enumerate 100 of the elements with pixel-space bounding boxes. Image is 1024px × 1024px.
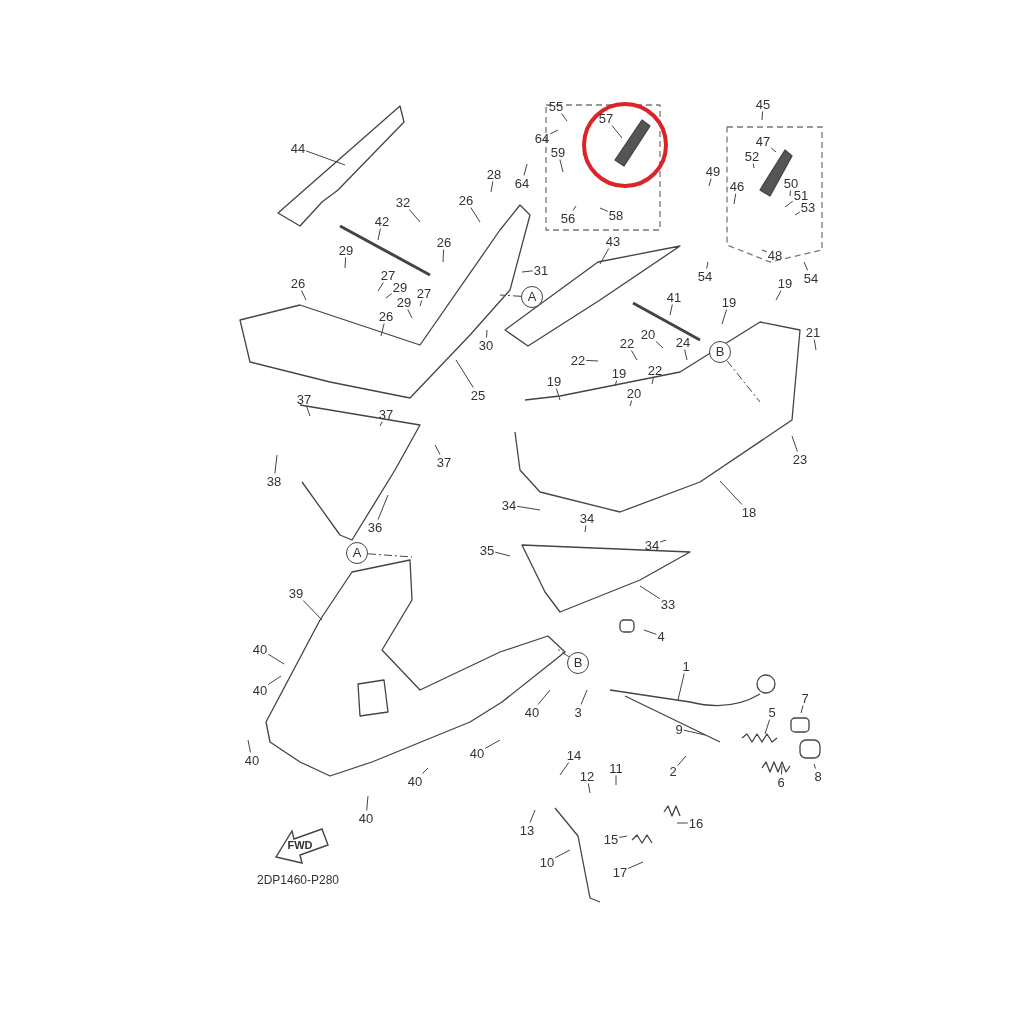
callout-number: 26 bbox=[435, 234, 453, 250]
leader-line bbox=[559, 762, 570, 776]
callout-number: 15 bbox=[602, 831, 620, 847]
leader-line bbox=[377, 282, 384, 292]
leader-line bbox=[791, 435, 798, 452]
callout-number: 33 bbox=[659, 596, 677, 612]
leader-line bbox=[305, 150, 346, 166]
callout-number: 42 bbox=[373, 213, 391, 229]
callout-number: 35 bbox=[478, 542, 496, 558]
callout-number: 6 bbox=[776, 774, 786, 790]
leader-line bbox=[629, 400, 633, 407]
leader-line bbox=[442, 249, 445, 263]
leader-line bbox=[484, 739, 501, 749]
callout-number: 49 bbox=[704, 163, 722, 179]
leader-line bbox=[775, 290, 782, 301]
reference-circle: A bbox=[521, 286, 543, 308]
leader-line bbox=[780, 765, 783, 775]
reference-circle: B bbox=[567, 652, 589, 674]
callout-number: 16 bbox=[687, 815, 705, 831]
direction-label: FWD bbox=[286, 838, 314, 852]
leader-line bbox=[267, 653, 285, 665]
leader-line bbox=[529, 809, 536, 823]
leader-line bbox=[618, 835, 628, 838]
callout-number: 40 bbox=[243, 752, 261, 768]
leader-line bbox=[761, 249, 768, 253]
callout-number: 45 bbox=[754, 96, 772, 112]
callout-number: 40 bbox=[468, 745, 486, 761]
leader-line bbox=[677, 673, 685, 701]
callout-number: 48 bbox=[766, 247, 784, 263]
callout-number: 7 bbox=[800, 690, 810, 706]
callout-number: 9 bbox=[674, 721, 684, 737]
leader-line bbox=[455, 359, 474, 388]
leader-line bbox=[434, 444, 441, 455]
callout-number: 64 bbox=[513, 175, 531, 191]
callout-number: 58 bbox=[607, 207, 625, 223]
callout-number: 64 bbox=[533, 130, 551, 146]
leader-line bbox=[470, 207, 481, 223]
callout-number: 29 bbox=[337, 242, 355, 258]
leader-line bbox=[794, 211, 801, 216]
leader-line bbox=[407, 309, 413, 319]
leader-line bbox=[494, 551, 511, 557]
leader-line bbox=[559, 159, 564, 173]
callout-number: 29 bbox=[395, 294, 413, 310]
callout-number: 47 bbox=[754, 133, 772, 149]
leader-line bbox=[677, 755, 687, 767]
leader-line bbox=[306, 406, 311, 417]
callout-number: 40 bbox=[251, 641, 269, 657]
callout-number: 40 bbox=[523, 704, 541, 720]
callout-number: 25 bbox=[469, 387, 487, 403]
callout-number: 8 bbox=[813, 768, 823, 784]
leader-line bbox=[614, 380, 618, 387]
callout-number: 26 bbox=[377, 308, 395, 324]
callout-number: 10 bbox=[538, 854, 556, 870]
leader-line bbox=[302, 600, 323, 621]
callout-number: 13 bbox=[518, 822, 536, 838]
callout-number: 34 bbox=[643, 537, 661, 553]
callout-number: 17 bbox=[611, 864, 629, 880]
callout-number: 30 bbox=[477, 337, 495, 353]
leader-line bbox=[764, 719, 771, 735]
callout-number: 34 bbox=[578, 510, 596, 526]
callout-number: 38 bbox=[265, 473, 283, 489]
leader-line bbox=[659, 539, 667, 543]
leader-line bbox=[733, 193, 737, 205]
drawing-code: 2DP1460-P280 bbox=[256, 873, 340, 887]
callout-number: 41 bbox=[665, 289, 683, 305]
leader-line bbox=[726, 360, 761, 403]
callout-number: 24 bbox=[674, 334, 692, 350]
leader-line bbox=[554, 849, 571, 859]
callout-number: 3 bbox=[573, 704, 583, 720]
leader-line bbox=[587, 783, 591, 794]
callout-number: 43 bbox=[604, 233, 622, 249]
callout-number: 19 bbox=[720, 294, 738, 310]
leader-line bbox=[669, 304, 673, 316]
callout-number: 5 bbox=[767, 704, 777, 720]
callout-number: 55 bbox=[547, 98, 565, 114]
callout-number: 27 bbox=[415, 285, 433, 301]
leader-line bbox=[615, 775, 617, 786]
leader-line bbox=[721, 309, 728, 325]
callout-number: 1 bbox=[681, 658, 691, 674]
leader-line bbox=[408, 209, 421, 223]
leader-line bbox=[516, 505, 541, 511]
callout-number: 54 bbox=[802, 270, 820, 286]
leader-line bbox=[385, 292, 393, 299]
leader-line bbox=[800, 705, 804, 714]
leader-line bbox=[752, 163, 755, 169]
leader-line bbox=[630, 350, 638, 361]
leader-line bbox=[676, 822, 689, 824]
leader-line bbox=[344, 257, 347, 269]
leader-line bbox=[770, 147, 777, 153]
leader-line bbox=[555, 647, 570, 658]
leader-line bbox=[789, 190, 791, 197]
leader-line bbox=[684, 349, 688, 361]
leader-line bbox=[599, 248, 610, 265]
callout-number: 31 bbox=[532, 262, 550, 278]
leader-line bbox=[599, 207, 609, 212]
callout-number: 44 bbox=[289, 140, 307, 156]
leader-line bbox=[486, 329, 488, 338]
leader-line bbox=[490, 181, 494, 193]
leader-line bbox=[643, 629, 657, 635]
leader-line bbox=[761, 111, 764, 121]
